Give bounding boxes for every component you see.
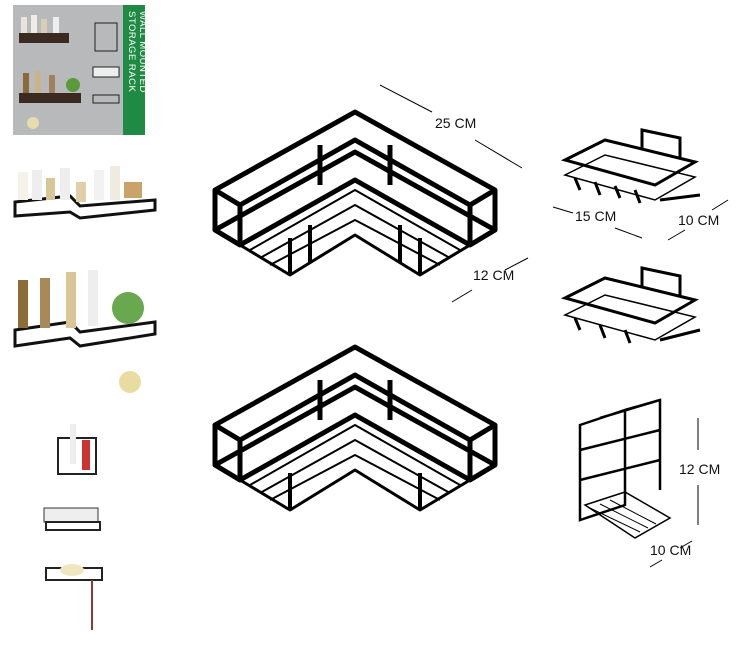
- soap-rack-bottom: [560, 266, 701, 344]
- soap-length-label: 15 CM: [575, 208, 617, 224]
- usage-photos: [13, 166, 157, 630]
- toothbrush-holder-photo: [57, 424, 97, 475]
- box-label-band: WALL MOUNTED STORAGE RACK: [123, 5, 148, 135]
- packaging-box: WALL MOUNTED STORAGE RACK: [13, 5, 148, 135]
- corner-length-label: 25 CM: [435, 115, 477, 131]
- corner-rack-photo-1: [13, 166, 157, 220]
- soap-width-label: 10 CM: [678, 212, 720, 228]
- corner-depth-label: 12 CM: [473, 267, 515, 283]
- toothbrush-holder: [578, 398, 672, 539]
- dimension-lines: [379, 84, 729, 568]
- holder-width-label: 10 CM: [650, 542, 692, 558]
- packaging-photo: [19, 15, 120, 129]
- soap-rack-top: [560, 128, 701, 204]
- box-title: WALL MOUNTED STORAGE RACK: [126, 11, 148, 93]
- soap-rack-hook-photo: [45, 564, 103, 630]
- corner-rack-bottom: [212, 344, 498, 512]
- holder-height-label: 12 CM: [679, 461, 721, 477]
- corner-rack-photo-2: [13, 270, 157, 393]
- soap-rack-photo: [43, 507, 101, 531]
- corner-rack-top: [212, 109, 498, 277]
